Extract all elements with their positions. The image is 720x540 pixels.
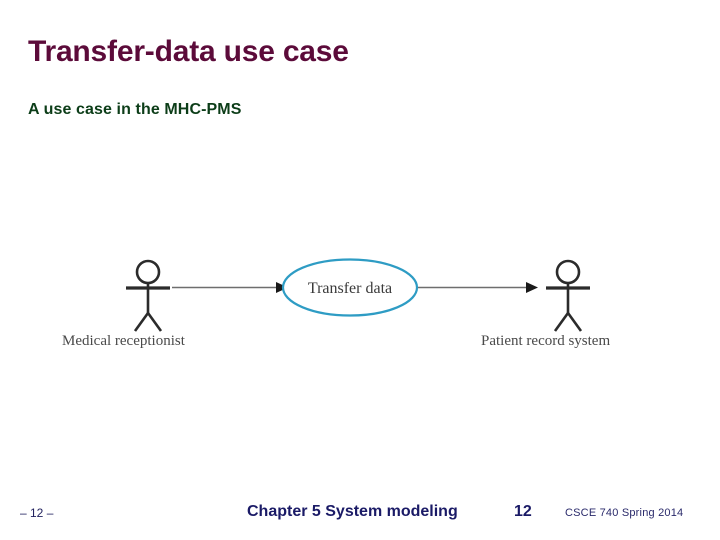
footer-slide-number: 12 bbox=[514, 503, 532, 520]
actor-patient-record-system-label: Patient record system bbox=[481, 333, 610, 349]
use-case-label: Transfer data bbox=[308, 280, 392, 297]
association-receptionist-to-usecase bbox=[172, 282, 288, 293]
footer-chapter-title: Chapter 5 System modeling bbox=[247, 503, 458, 520]
use-case-diagram: Medical receptionist Transfer data bbox=[40, 230, 700, 380]
actor-medical-receptionist-label: Medical receptionist bbox=[62, 333, 186, 349]
footer-course-label: CSCE 740 Spring 2014 bbox=[565, 507, 684, 519]
use-case-ellipse-transfer-data: Transfer data bbox=[281, 258, 419, 317]
actor-patient-record-system-icon bbox=[546, 259, 590, 332]
page-title: Transfer-data use case bbox=[28, 35, 349, 68]
slide-subtitle: A use case in the MHC-PMS bbox=[28, 101, 242, 118]
actor-medical-receptionist-icon bbox=[126, 259, 170, 332]
footer-page-marker: – 12 – bbox=[20, 506, 54, 520]
association-usecase-to-system bbox=[418, 282, 538, 293]
